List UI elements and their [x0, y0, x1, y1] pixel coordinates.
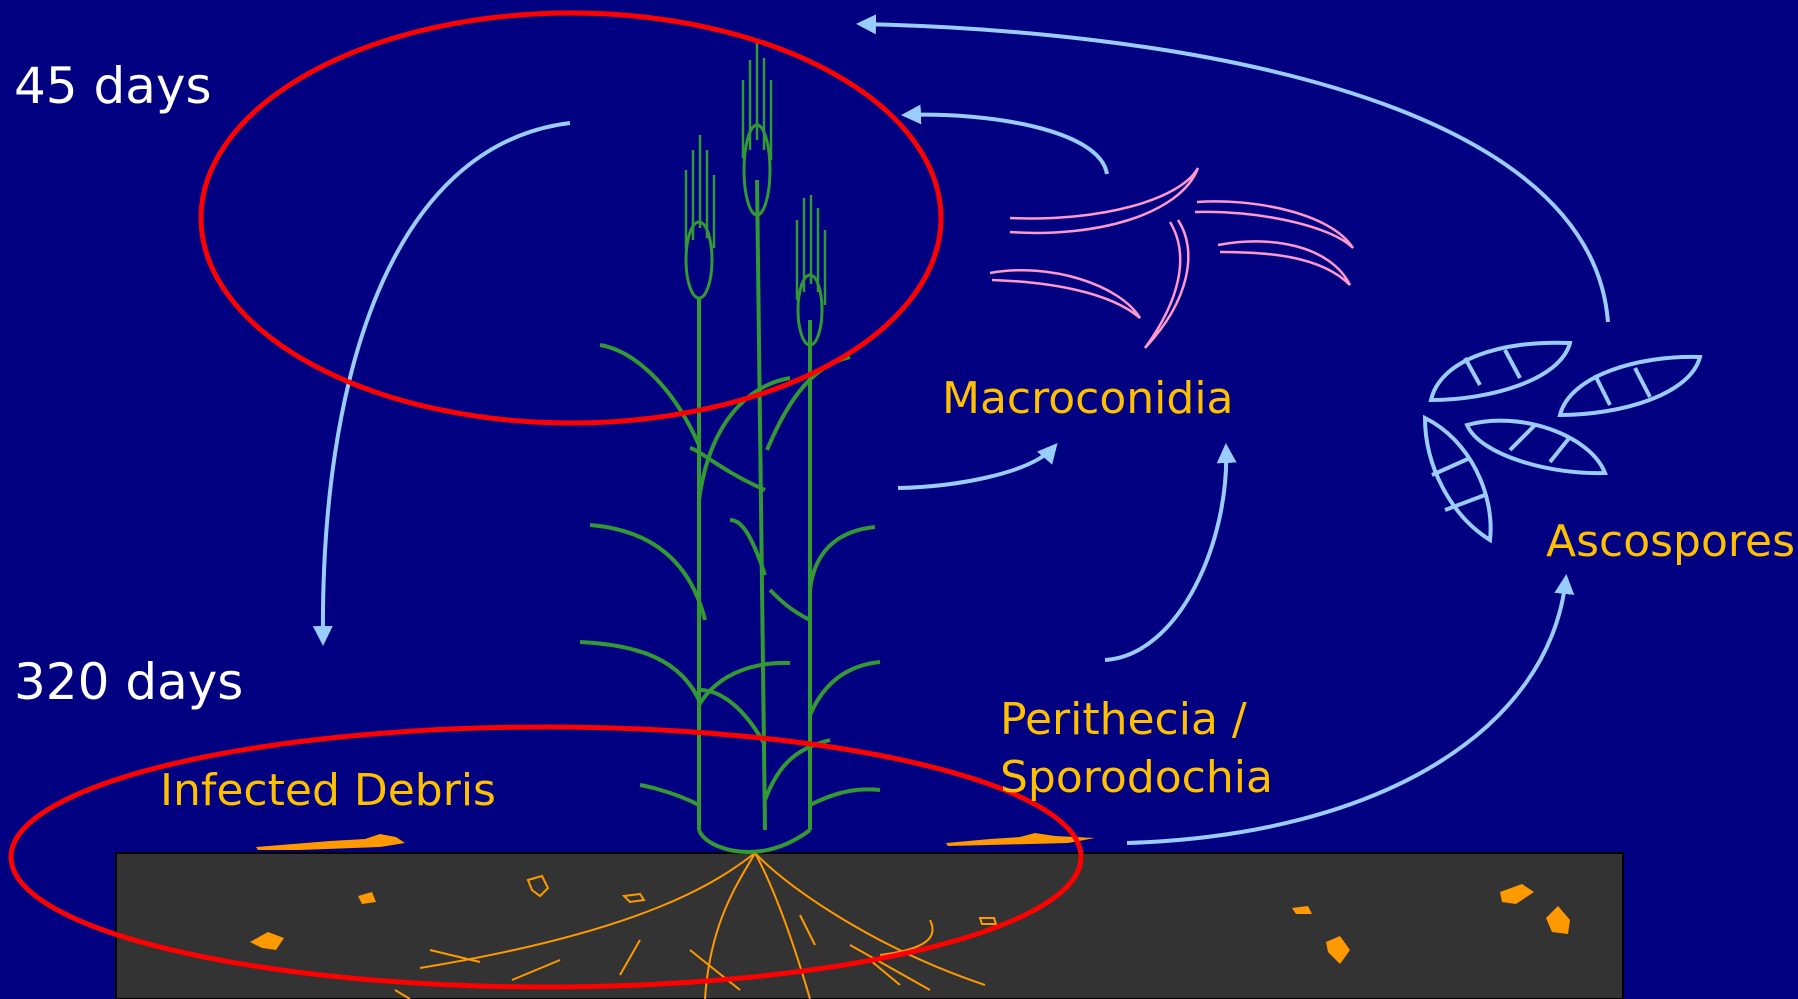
cycle-arrows	[323, 24, 1608, 843]
highlight-ellipse-top	[201, 13, 941, 423]
arrow-ascospores-to-head	[860, 24, 1608, 322]
ascospore-icon	[1425, 343, 1700, 540]
label-infected-debris: Infected Debris	[160, 766, 496, 817]
arrow-macroconidia-to-head	[905, 115, 1107, 174]
arrow-perithecia-to-macroconidia	[1105, 447, 1226, 660]
label-macroconidia: Macroconidia	[942, 374, 1234, 425]
label-ascospores: Ascospores	[1546, 517, 1795, 568]
label-320-days: 320 days	[14, 654, 243, 712]
macroconidia-icon	[990, 168, 1353, 348]
arrow-plant-to-macroconidia	[898, 446, 1055, 488]
surface-debris	[256, 833, 1095, 850]
arrow-infection-to-debris	[323, 123, 570, 642]
label-perithecia: Perithecia /	[1000, 695, 1247, 746]
label-sporodochia: Sporodochia	[1000, 753, 1273, 804]
label-45-days: 45 days	[14, 58, 212, 116]
